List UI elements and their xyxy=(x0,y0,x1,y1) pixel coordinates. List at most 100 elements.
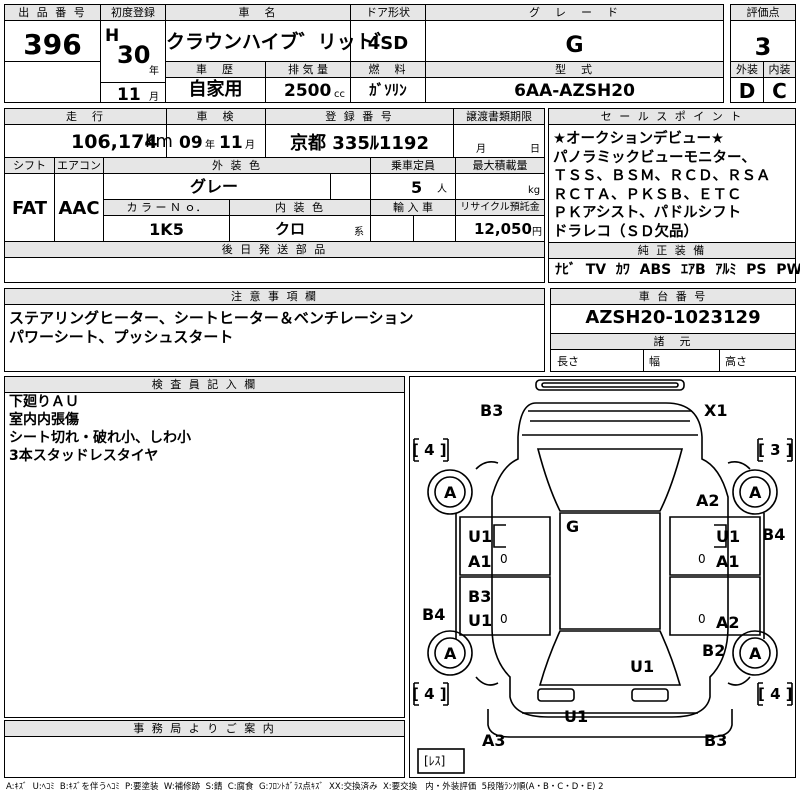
cell-inspection: 車 検 09 年 11 月 xyxy=(166,108,266,158)
value-era-mark: H xyxy=(105,26,120,46)
label-grade: グ レ ー ド xyxy=(426,5,723,21)
cell-exterior: 外装 D xyxy=(730,61,764,103)
unit-capacity: 人 xyxy=(437,184,447,195)
sales-point-4: ＲＣＴＡ、ＰＫＳＢ、ＥＴＣ xyxy=(553,186,742,203)
cell-transfer-deadline: 譲渡書類期限 月 日 xyxy=(453,108,545,158)
sales-points-list: ★オークションデビュー★パノラミックビューモニター、ＴＳＳ、ＢＳＭ、ＲＣＤ、ＲＳ… xyxy=(553,130,793,242)
cell-exterior-color: 外 装 色 グレー xyxy=(103,157,371,200)
cell-mileage: 走 行 106,174 km xyxy=(4,108,173,158)
label-transfer-deadline: 譲渡書類期限 xyxy=(454,109,544,125)
cell-chassis: 車 台 番 号 AZSH20-1023129 諸 元 長さ 幅 高さ xyxy=(550,288,796,372)
dmg-u1-bottom: U1 xyxy=(564,707,589,726)
value-door-type: 4SD xyxy=(367,33,409,54)
label-car-name: 車 名 xyxy=(166,5,350,21)
cell-score: 評価点 3 xyxy=(730,4,796,62)
cell-grade: グ レ ー ド G xyxy=(425,4,724,62)
cell-door-type: ドア形状 4SD xyxy=(350,4,426,62)
value-color-number: 1K5 xyxy=(149,220,184,239)
label-notes: 注 意 事 項 欄 xyxy=(5,289,544,305)
dmg-a1-right: A1 xyxy=(716,552,740,571)
label-aircon: エアコン xyxy=(55,158,103,174)
car-damage-diagram: B3 X1 [ 4 ] [ 3 ] A A A2 G U1 0 A1 U1 0 … xyxy=(409,376,796,778)
label-import: 輸 入 車 xyxy=(371,200,455,216)
cell-notes: 注 意 事 項 欄 ステアリングヒーター、シートヒーター＆ベンチレーションパワー… xyxy=(4,288,545,372)
value-inspection-month: 11 xyxy=(219,133,243,153)
cell-office: 事 務 局 よ り ご 案 内 xyxy=(4,720,405,778)
value-score: 3 xyxy=(754,33,772,61)
value-shift: FAT xyxy=(11,198,48,219)
label-inspector: 検 査 員 記 入 欄 xyxy=(5,377,404,393)
cell-registration: 登 録 番 号 京都 335ﾙ1192 xyxy=(265,108,454,158)
label-lot-number: 出 品 番 号 xyxy=(5,5,100,21)
dmg-zero-right-1: 0 xyxy=(698,552,706,566)
dmg-b3-left: B3 xyxy=(468,587,492,606)
value-registration: 京都 335ﾙ1192 xyxy=(290,133,429,154)
cell-capacity: 乗車定員 5 人 xyxy=(370,157,456,200)
label-dim-height: 高さ xyxy=(725,355,747,368)
label-door-type: ドア形状 xyxy=(351,5,425,21)
value-chassis: AZSH20-1023129 xyxy=(585,307,761,328)
label-capacity: 乗車定員 xyxy=(371,158,455,174)
value-lot-number: 396 xyxy=(23,28,82,61)
wheel-front-left: A xyxy=(444,483,457,502)
dmg-u1-left: U1 xyxy=(468,527,493,546)
value-inspection-year: 09 xyxy=(179,133,203,153)
wheel-front-right: A xyxy=(749,483,762,502)
cell-interior: 内装 C xyxy=(763,61,796,103)
value-aircon: AAC xyxy=(58,198,100,219)
label-inspection: 車 検 xyxy=(167,109,265,125)
label-model: 型 式 xyxy=(426,62,723,78)
label-max-load: 最大積載量 xyxy=(456,158,544,174)
cell-displacement: 排 気 量 2500 cc xyxy=(265,61,351,103)
cell-car-name: 車 名 クラウンハイブ゛リット゛ xyxy=(165,4,394,62)
dmg-u1-left-2: U1 xyxy=(468,611,493,630)
label-recycle: リサイクル預託金 xyxy=(456,200,544,216)
unit-transfer-day: 日 xyxy=(530,144,540,155)
dmg-b2-right: B2 xyxy=(702,641,726,660)
note-line-1: ステアリングヒーター、シートヒーター＆ベンチレーション xyxy=(9,309,414,327)
notes-list: ステアリングヒーター、シートヒーター＆ベンチレーションパワーシート、プッシュスタ… xyxy=(9,309,539,369)
unit-recycle: 円 xyxy=(532,227,542,238)
value-first-reg-month: 11 xyxy=(117,85,141,105)
unit-transfer-month: 月 xyxy=(476,144,486,155)
label-shift: シフト xyxy=(5,158,54,174)
value-car-name: クラウンハイブ゛リット゛ xyxy=(166,31,394,53)
les-label: [ﾚｽ] xyxy=(424,754,446,768)
value-history: 自家用 xyxy=(188,79,243,100)
value-mileage: 106,174 xyxy=(71,131,158,153)
label-color-number: カ ラ ー Ｎ ｏ． xyxy=(104,200,229,216)
unit-year: 年 xyxy=(149,66,159,77)
cell-sales-points: セ ー ル ス ポ イ ン ト ★オークションデビュー★パノラミックビューモニタ… xyxy=(548,108,800,283)
dmg-b3-top: B3 xyxy=(480,401,504,420)
dmg-b3-bottom: B3 xyxy=(704,731,728,750)
cell-color-number: カ ラ ー Ｎ ｏ． 1K5 xyxy=(103,199,230,242)
cell-shift: シフト FAT xyxy=(4,157,55,242)
label-later-parts: 後 日 発 送 部 品 xyxy=(5,242,544,258)
cell-later-parts: 後 日 発 送 部 品 xyxy=(4,241,545,283)
dmg-a2-right-2: A2 xyxy=(716,613,740,632)
dmg-b4-right: B4 xyxy=(762,525,786,544)
unit-mileage: km xyxy=(145,131,173,152)
label-exterior-color: 外 装 色 xyxy=(104,158,370,174)
dmg-zero-left-2: 0 xyxy=(500,612,508,626)
dmg-a2-right: A2 xyxy=(696,491,720,510)
label-dims: 諸 元 xyxy=(551,334,795,350)
unit-inspection-year: 年 xyxy=(205,140,215,151)
value-capacity: 5 xyxy=(411,178,423,197)
unit-displacement: cc xyxy=(334,89,345,100)
label-mileage: 走 行 xyxy=(5,109,166,125)
cell-fuel: 燃 料 ｶﾞｿﾘﾝ xyxy=(350,61,426,103)
label-fuel: 燃 料 xyxy=(351,62,425,78)
dmg-a3-bottom: A3 xyxy=(482,731,506,750)
note-line-2: パワーシート、プッシュスタート xyxy=(9,328,234,346)
label-exterior: 外装 xyxy=(731,62,763,78)
unit-month: 月 xyxy=(149,92,159,103)
tread-rear-right: [ 4 ] xyxy=(758,685,793,703)
inspector-note-1: 下廻りＡＵ xyxy=(9,394,79,410)
label-history: 車 歴 xyxy=(166,62,265,78)
unit-max-load: kg xyxy=(528,185,541,196)
legend-line: A:ｷｽﾞ U:ﾍｺﾐ B:ｷｽﾞを伴うﾍｺﾐ P:要塗装 W:補修跡 S:錆 … xyxy=(6,782,604,792)
dmg-x1-top: X1 xyxy=(704,401,728,420)
cell-interior-color: 内 装 色 クロ 系 xyxy=(229,199,371,242)
